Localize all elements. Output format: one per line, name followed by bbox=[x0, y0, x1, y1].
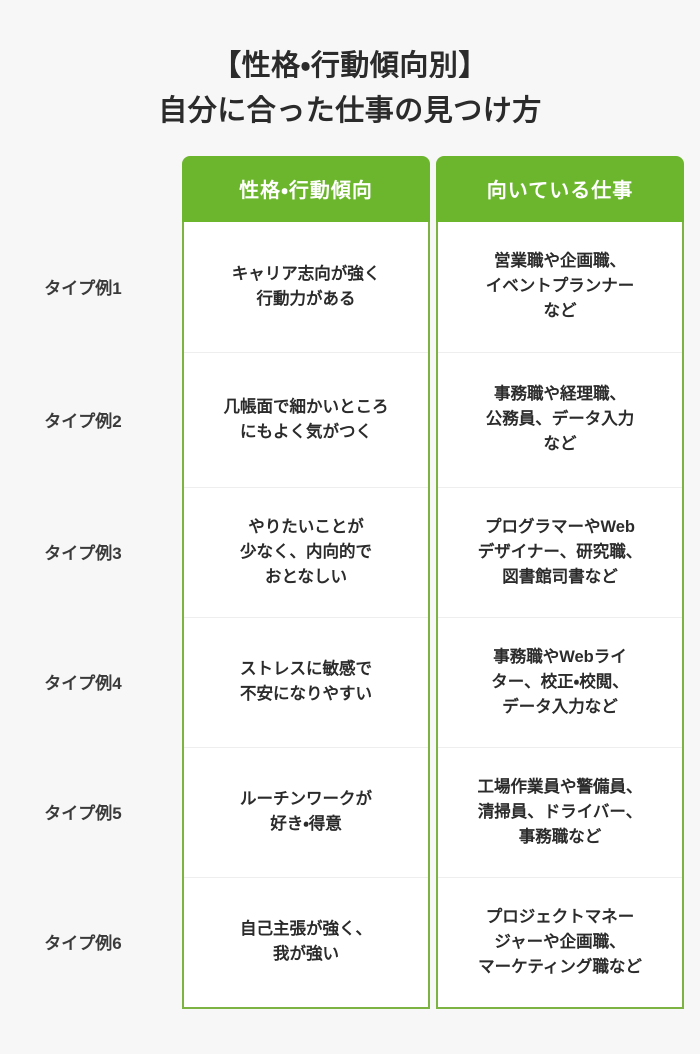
job-cell-line: 事務職など bbox=[518, 827, 602, 846]
trait-cell-line: やりたいことが bbox=[248, 517, 364, 536]
trait-column-body: キャリア志向が強く行動力がある几帳面で細かいところにもよく気がつくやりたいことが… bbox=[182, 221, 430, 1009]
job-cell-line: ジャーや企画職、 bbox=[494, 932, 626, 951]
job-cell-line: デザイナー、研究職、 bbox=[477, 542, 643, 561]
trait-cell-line: 几帳面で細かいところ bbox=[223, 397, 389, 416]
trait-cell: やりたいことが少なく、内向的でおとなしい bbox=[184, 486, 428, 617]
job-cell: 事務職や経理職、公務員、データ入力など bbox=[438, 351, 682, 487]
table-row-label: タイプ例1 bbox=[44, 279, 122, 299]
job-cell-line: プログラマーやWeb bbox=[484, 517, 636, 536]
trait-cell-line: 我が強い bbox=[273, 945, 339, 964]
job-cell: 工場作業員や警備員、清掃員、ドライバー、事務職など bbox=[438, 746, 682, 877]
title-line-2: 自分に合った仕事の見つけ方 bbox=[158, 94, 542, 127]
trait-cell-line: にもよく気がつく bbox=[240, 422, 372, 441]
trait-cell-line: 行動力がある bbox=[256, 289, 356, 308]
job-cell-line: プロジェクトマネー bbox=[485, 907, 635, 926]
trait-cell: ストレスに敏感で不安になりやすい bbox=[184, 616, 428, 747]
page-title: 【性格・行動傾向別】 自分に合った仕事の見つけ方 bbox=[0, 0, 700, 134]
job-cell-line: ター、校正・校閲、 bbox=[491, 672, 629, 691]
table-row-label: タイプ例4 bbox=[44, 674, 122, 694]
table-row-label: タイプ例3 bbox=[44, 544, 122, 564]
trait-cell-line: 少なく、内向的で bbox=[240, 542, 372, 561]
trait-cell: ルーチンワークが好き・得意 bbox=[184, 746, 428, 877]
job-cell-line: マーケティング職など bbox=[478, 957, 642, 976]
trait-cell-line: おとなしい bbox=[264, 567, 347, 586]
trait-cell-line: ストレスに敏感で bbox=[240, 660, 372, 679]
job-cell: 営業職や企画職、イベントプランナーなど bbox=[438, 222, 682, 352]
trait-cell-line: 不安になりやすい bbox=[240, 685, 372, 704]
job-cell: 事務職やWebライター、校正・校閲、データ入力など bbox=[438, 616, 682, 747]
trait-cell-line: キャリア志向が強く bbox=[231, 264, 381, 283]
table-grid: タイプ例1 タイプ例2 タイプ例3 タイプ例4 タイプ例5 タイプ例6 性格・行動傾向 キ… bbox=[0, 155, 700, 1009]
job-cell: プロジェクトマネージャーや企画職、マーケティング職など bbox=[438, 876, 682, 1007]
trait-cell-line: 好き・得意 bbox=[270, 815, 342, 834]
job-cell: プログラマーやWeb デザイナー、研究職、図書館司書など bbox=[438, 486, 682, 617]
job-column-body: 営業職や企画職、イベントプランナーなど事務職や経理職、公務員、データ入力などプロ… bbox=[436, 221, 684, 1009]
trait-cell: キャリア志向が強く行動力がある bbox=[184, 222, 428, 352]
job-cell-line: 営業職や企画職、 bbox=[494, 252, 626, 271]
trait-column-header: 性格・行動傾向 bbox=[182, 155, 430, 222]
job-cell-line: 公務員、データ入力 bbox=[485, 410, 635, 429]
job-column-header: 向いている仕事 bbox=[436, 155, 684, 222]
job-cell-line: 図書館司書など bbox=[502, 567, 618, 586]
job-column: 向いている仕事 営業職や企画職、イベントプランナーなど事務職や経理職、公務員、デ… bbox=[436, 155, 684, 1009]
comparison-table: タイプ例1 タイプ例2 タイプ例3 タイプ例4 タイプ例5 タイプ例6 性格・行動傾向 キ… bbox=[0, 155, 700, 1009]
trait-cell: 几帳面で細かいところにもよく気がつく bbox=[184, 351, 428, 487]
trait-cell-line: 自己主張が強く、 bbox=[240, 920, 372, 939]
label-column-header-spacer bbox=[0, 156, 182, 222]
trait-cell: 自己主張が強く、我が強い bbox=[184, 876, 428, 1007]
trait-cell-line: ルーチンワークが bbox=[240, 790, 372, 809]
job-cell-line: イベントプランナー bbox=[485, 277, 635, 296]
job-cell-line: 清掃員、ドライバー、 bbox=[477, 802, 643, 821]
job-cell-line: など bbox=[543, 302, 577, 321]
job-cell-line: 工場作業員や警備員、 bbox=[477, 777, 643, 796]
job-cell-line: など bbox=[543, 435, 577, 454]
job-cell-line: 事務職やWebライ bbox=[493, 647, 627, 666]
title-line-1: 【性格・行動傾向別】 bbox=[212, 50, 488, 82]
job-cell-line: 事務職や経理職、 bbox=[494, 385, 626, 404]
table-row-label: タイプ例5 bbox=[44, 804, 122, 824]
table-row-label: タイプ例6 bbox=[44, 934, 122, 954]
trait-column: 性格・行動傾向 キャリア志向が強く行動力がある几帳面で細かいところにもよく気がつ… bbox=[182, 155, 430, 1009]
job-cell-line: データ入力など bbox=[502, 697, 618, 716]
table-row-label: タイプ例2 bbox=[44, 411, 122, 431]
type-label-column: タイプ例1 タイプ例2 タイプ例3 タイプ例4 タイプ例5 タイプ例6 bbox=[0, 156, 182, 1009]
type-label-cells: タイプ例1 タイプ例2 タイプ例3 タイプ例4 タイプ例5 タイプ例6 bbox=[0, 222, 182, 1007]
